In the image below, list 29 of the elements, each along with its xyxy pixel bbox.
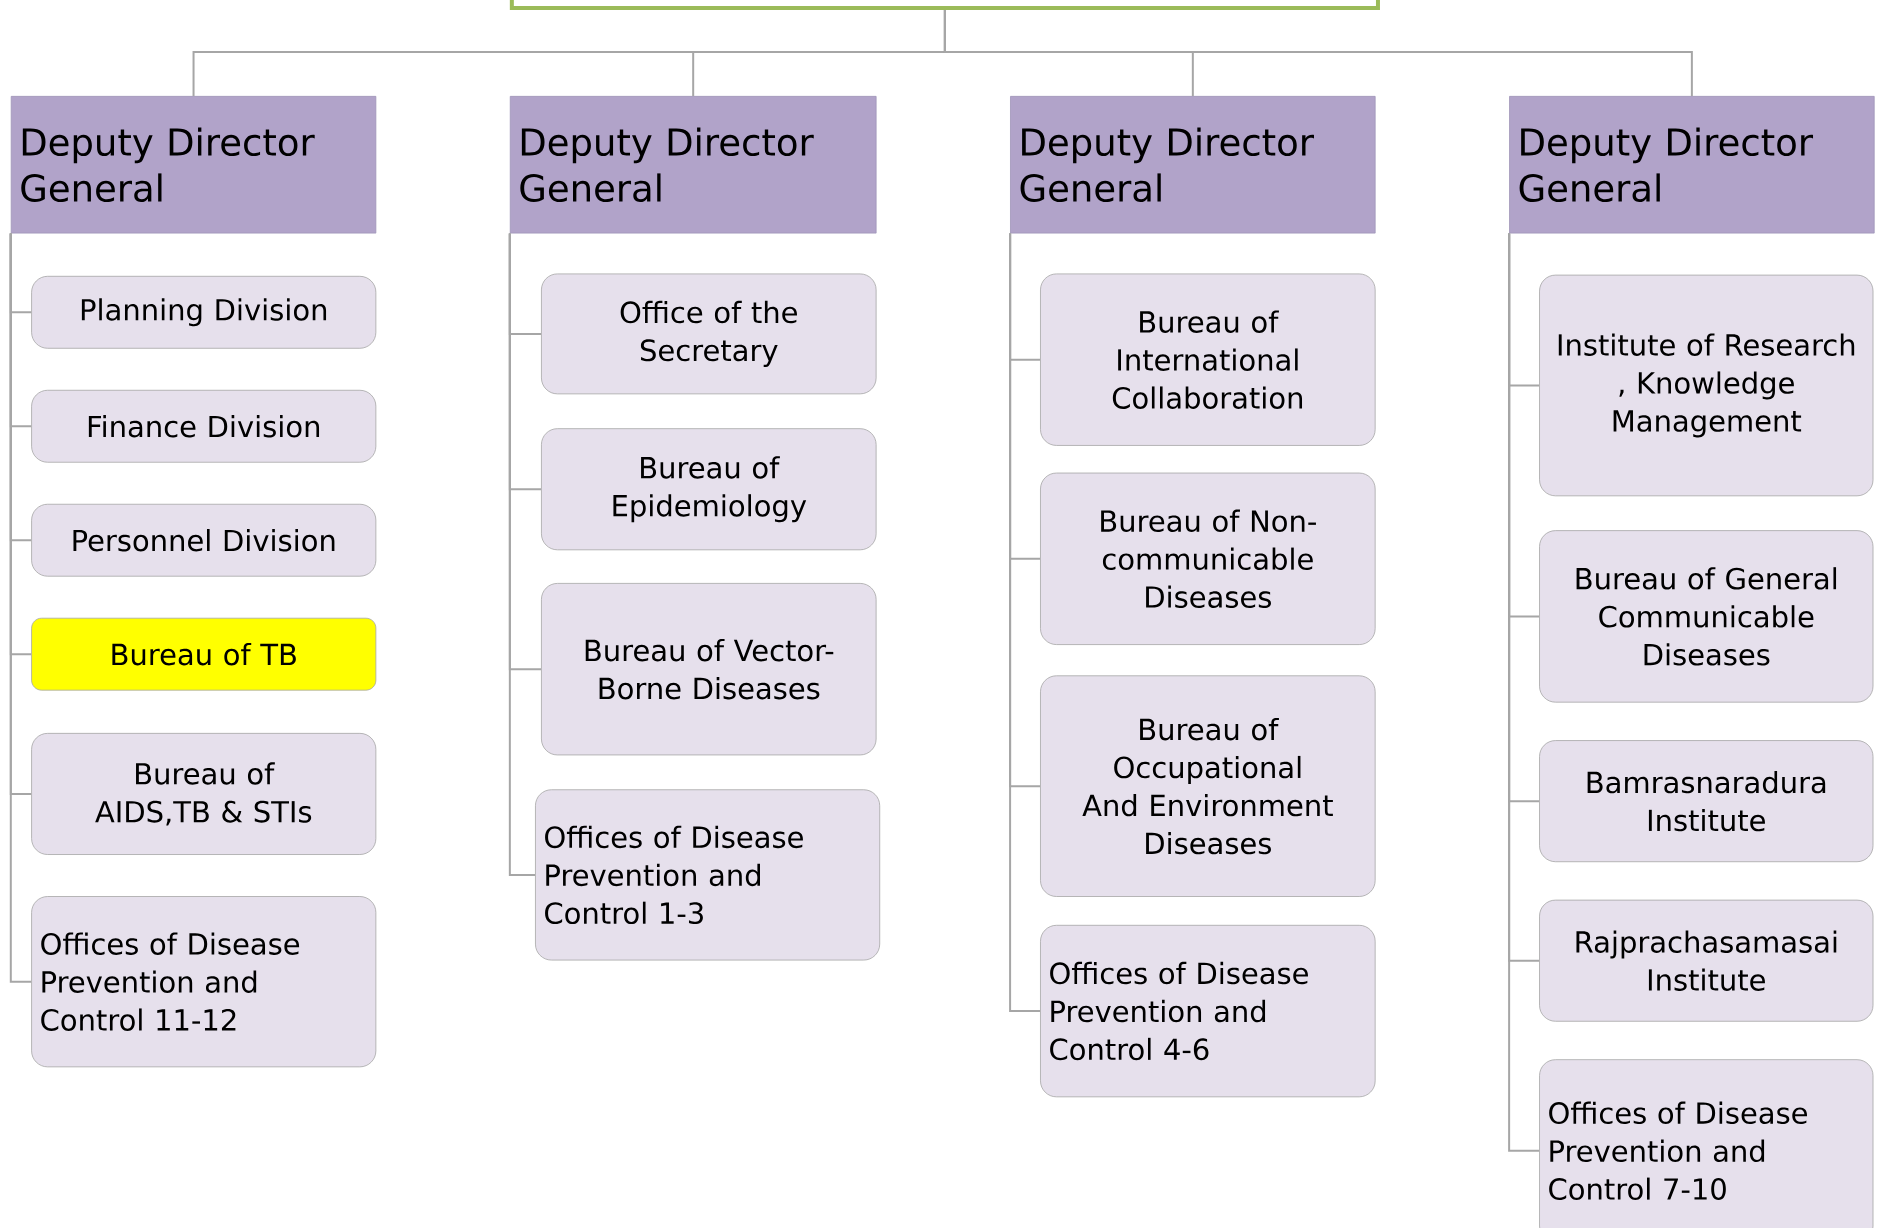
division-box: Planning Division (31, 275, 377, 349)
division-box: Bamrasnaradura Institute (1539, 739, 1874, 862)
division-box: Bureau of General Communicable Diseases (1539, 530, 1874, 703)
division-box: Bureau of Epidemiology (541, 428, 877, 551)
division-box: Rajprachasamasai Institute (1539, 899, 1874, 1022)
connector-line (943, 8, 1693, 97)
division-box: Bureau of Occupational And Environment Diseases (1040, 675, 1376, 897)
highlighted-box: Bureau of TB (31, 617, 377, 691)
deputy-box: Deputy Director General (1010, 95, 1376, 234)
division-box: Offices of Disease Prevention and Control 4-6 (1040, 924, 1376, 1098)
connector-line (1508, 232, 1541, 1152)
division-box: Offices of Disease Prevention and Control 1-3 (535, 789, 881, 961)
connector-line (9, 232, 33, 983)
division-box: Personnel Division (31, 503, 377, 577)
division-box: Bureau of International Collaboration (1040, 273, 1376, 446)
division-box: Offices of Disease Prevention and Control 11-12 (31, 895, 377, 1068)
connector-line (1009, 232, 1042, 1012)
division-box: Bureau of AIDS,TB & STIs (31, 732, 377, 855)
division-box: Bureau of Non-communicable Diseases (1040, 472, 1376, 645)
division-box: Offices of Disease Prevention and Control 7-10 (1539, 1059, 1874, 1228)
deputy-box: Deputy Director General (509, 95, 877, 234)
deputy-box: Deputy Director General (1509, 95, 1875, 234)
division-box: Bureau of Vector-Borne Diseases (541, 582, 877, 756)
connector-line (508, 232, 537, 876)
deputy-box: Deputy Director General (10, 95, 377, 234)
division-box: Office of the Secretary (541, 273, 877, 395)
division-box: Finance Division (31, 389, 377, 463)
top-box (509, 0, 1380, 10)
division-box: Institute of Research , Knowledge Management (1539, 274, 1874, 497)
